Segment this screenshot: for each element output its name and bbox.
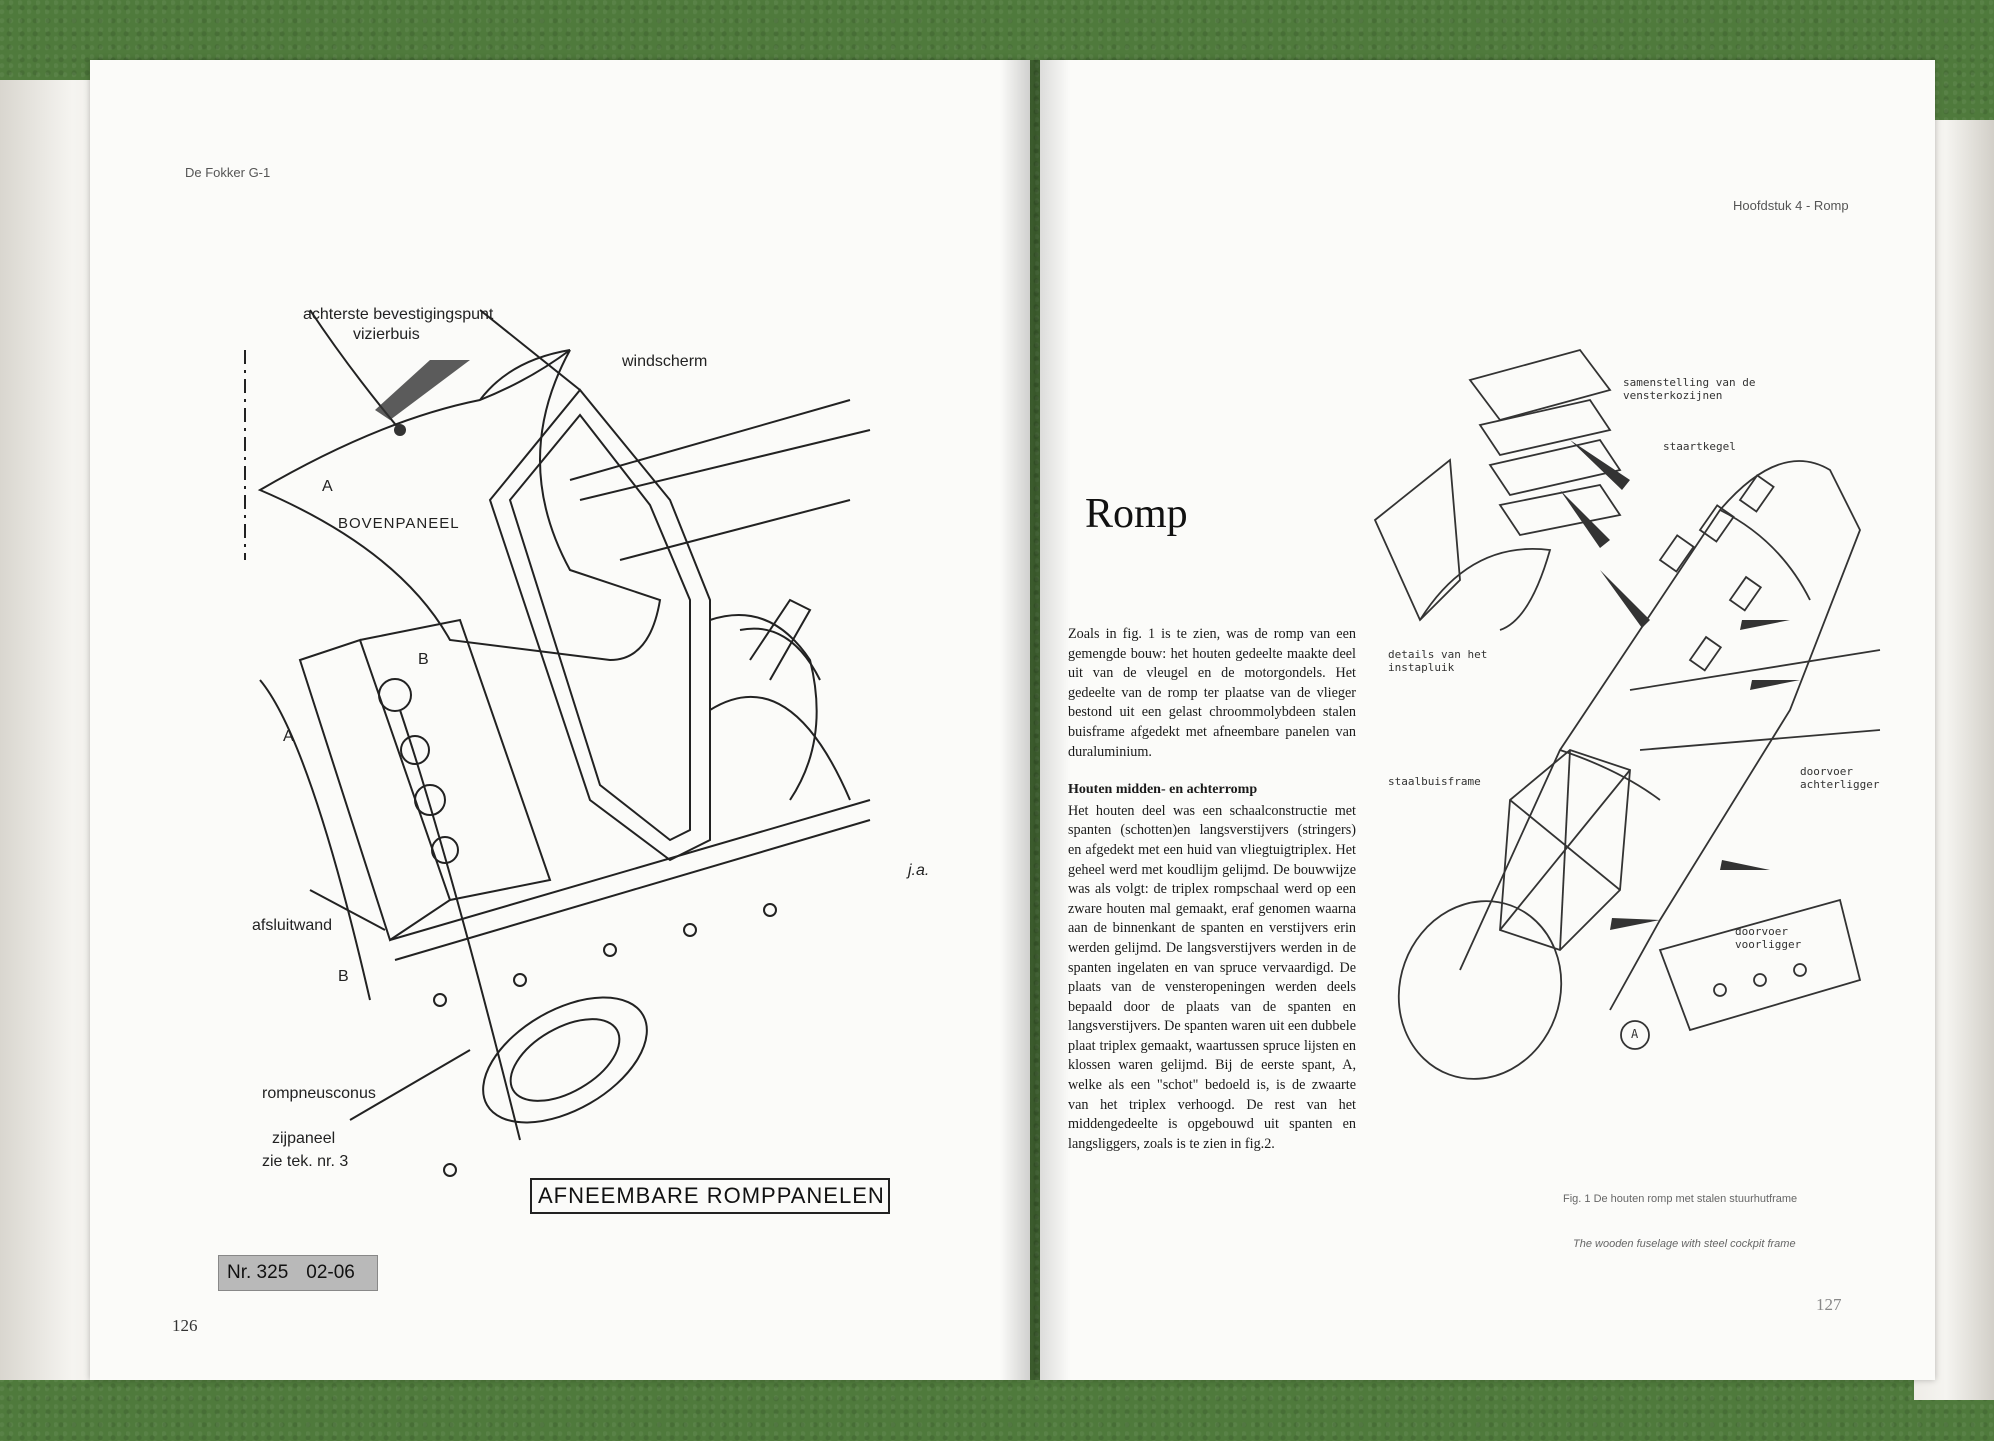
book-gutter — [1000, 60, 1070, 1380]
label-side-panel: zijpaneel — [272, 1130, 336, 1147]
label-tail-cone: staartkegel — [1663, 440, 1736, 453]
label-rear-spar: doorvoer achterligger — [1800, 765, 1880, 791]
label-sight-tube: vizierbuis — [353, 326, 420, 343]
label-closing-wall: afsluitwand — [252, 917, 333, 934]
body-text: Zoals in fig. 1 is te zien, was de romp … — [1068, 625, 1356, 1164]
label-hatch-details: details van het instapluik — [1388, 648, 1488, 674]
label-front-spar: doorvoer voorligger — [1735, 925, 1802, 951]
label-marker-b1: B — [418, 651, 429, 668]
label-nose-cone: rompneusconus — [262, 1085, 376, 1102]
drawing-date: 02-06 — [306, 1262, 355, 1283]
caption-english: The wooden fuselage with steel cockpit f… — [1573, 1238, 1796, 1250]
left-page-number: 126 — [172, 1316, 198, 1335]
right-running-head: Hoofdstuk 4 - Romp — [1733, 198, 1849, 213]
right-page — [1040, 60, 1935, 1380]
label-marker-a1: A — [322, 478, 333, 495]
left-page — [90, 60, 1030, 1380]
drawing-tag: Nr. 325 02-06 — [218, 1255, 378, 1291]
body-paragraph: Het houten deel was een schaalconstructi… — [1068, 802, 1356, 1152]
fuselage-drawing — [1373, 348, 1881, 1080]
label-marker-b2: B — [338, 968, 349, 985]
intro-paragraph: Zoals in fig. 1 is te zien, was de romp … — [1068, 626, 1356, 760]
left-running-head: De Fokker G-1 — [185, 165, 271, 180]
drawing-number: Nr. 325 — [227, 1262, 289, 1283]
right-page-number: 127 — [1816, 1295, 1842, 1314]
label-window-frames: samenstelling van de vensterkozijnen — [1623, 376, 1756, 402]
cockpit-panels-drawing — [244, 309, 871, 1177]
chapter-title: Romp — [1085, 491, 1188, 537]
label-marker-a: A — [1631, 1027, 1639, 1041]
label-rear-mount: achterste bevestigingspunt — [303, 306, 494, 323]
caption-dutch: Fig. 1 De houten romp met stalen stuurhu… — [1563, 1193, 1798, 1205]
label-see-drawing: zie tek. nr. 3 — [262, 1153, 349, 1170]
label-steel-tube-frame: staalbuisframe — [1388, 775, 1481, 788]
subheading: Houten midden- en achterromp — [1068, 782, 1258, 798]
label-initials: j.a. — [908, 862, 930, 879]
label-marker-a2: A — [283, 728, 294, 745]
label-windscreen: windscherm — [622, 353, 708, 370]
title-banner: AFNEEMBARE ROMPPANELEN — [530, 1178, 890, 1214]
label-top-panel: BOVENPANEEL — [338, 515, 460, 532]
